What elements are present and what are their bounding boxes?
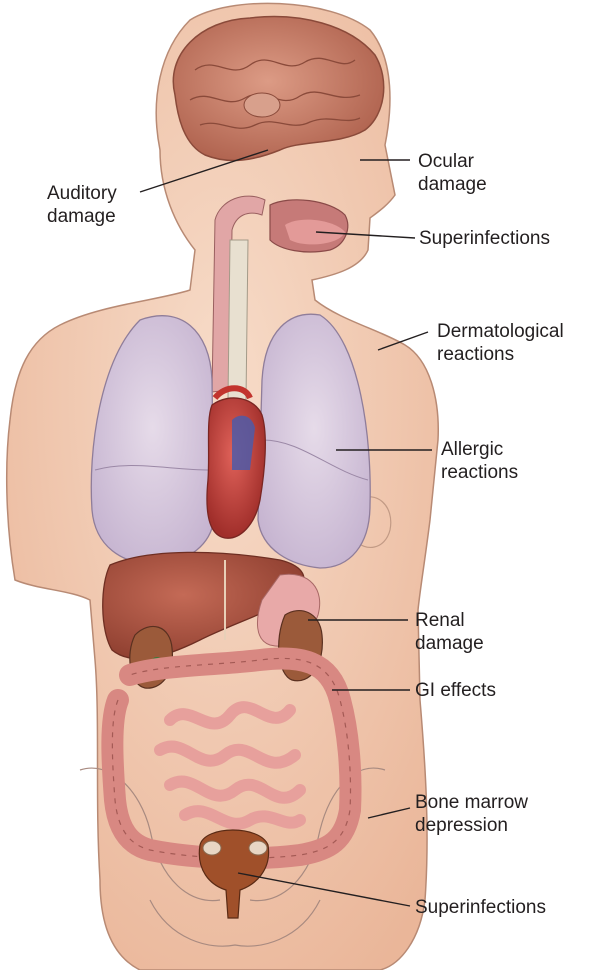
label-dermatological-line1: Dermatological bbox=[437, 320, 564, 343]
label-renal-line2: damage bbox=[415, 632, 484, 655]
label-superinfections-mouth-text: Superinfections bbox=[419, 227, 550, 250]
label-renal-line1: Renal bbox=[415, 609, 484, 632]
label-renal-damage: Renal damage bbox=[415, 609, 484, 655]
label-bone-marrow-line2: depression bbox=[415, 814, 528, 837]
label-ocular-line2: damage bbox=[418, 173, 487, 196]
label-allergic-line2: reactions bbox=[441, 461, 518, 484]
label-bone-marrow-depression: Bone marrow depression bbox=[415, 791, 528, 837]
label-auditory-line2: damage bbox=[47, 205, 117, 228]
label-allergic-reactions: Allergic reactions bbox=[441, 438, 518, 484]
label-bone-marrow-line1: Bone marrow bbox=[415, 791, 528, 814]
label-auditory-damage: Auditory damage bbox=[47, 182, 117, 228]
label-dermatological-reactions: Dermatological reactions bbox=[437, 320, 564, 366]
label-superinfections-pelvis-text: Superinfections bbox=[415, 896, 546, 919]
label-gi-effects: GI effects bbox=[415, 679, 496, 702]
label-dermatological-line2: reactions bbox=[437, 343, 564, 366]
label-gi-text: GI effects bbox=[415, 679, 496, 702]
label-ocular-damage: Ocular damage bbox=[418, 150, 487, 196]
label-superinfections-pelvis: Superinfections bbox=[415, 896, 546, 919]
label-ocular-line1: Ocular bbox=[418, 150, 487, 173]
label-allergic-line1: Allergic bbox=[441, 438, 518, 461]
label-auditory-line1: Auditory bbox=[47, 182, 117, 205]
label-superinfections-mouth: Superinfections bbox=[419, 227, 550, 250]
